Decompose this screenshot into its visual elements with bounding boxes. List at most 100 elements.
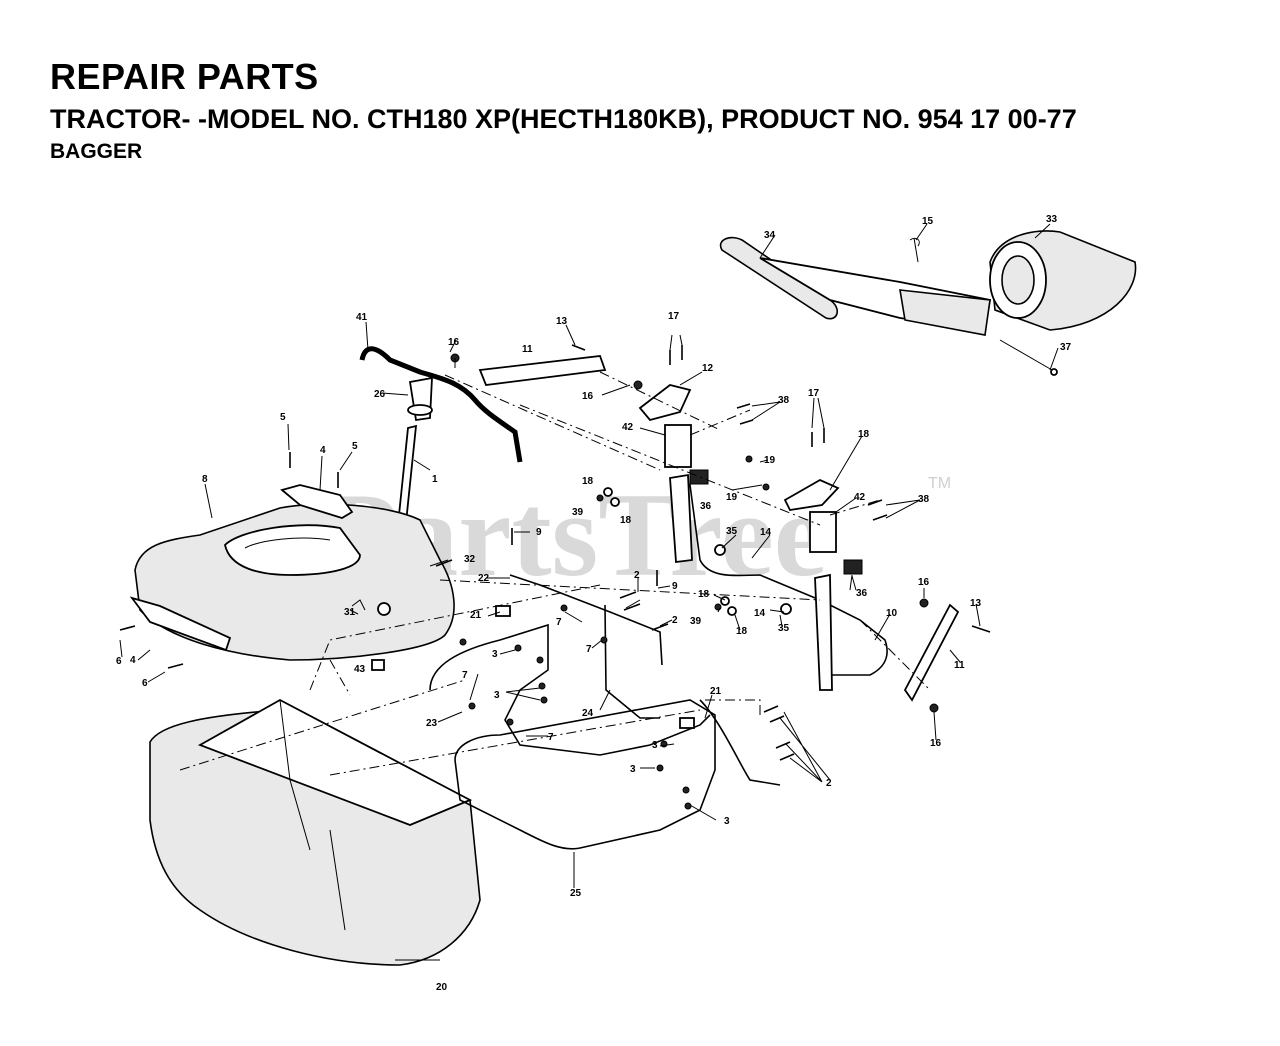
callout-12: 12 [702,363,714,374]
part-43-plug [371,659,385,671]
part-16-nut [919,598,929,608]
assembly-line [599,371,721,431]
callout-10: 10 [886,608,898,619]
assembly-line [700,699,761,715]
part-4-hinge-side [129,596,232,652]
part-35-rod [999,339,1053,371]
callout-17: 17 [668,311,680,322]
part-32-screw [435,559,453,567]
callout-19: 19 [764,455,776,466]
assembly-line [689,409,751,436]
callout-21: 20 [436,982,448,993]
fasteners [119,344,991,810]
assembly-line [329,709,701,776]
part-41-bracket-left [664,424,692,468]
callout-6: 6 [116,656,122,667]
callout-26: 25 [570,888,582,899]
part-11-brace-right [903,603,960,702]
part-7-nut [506,718,514,726]
part-3-nut [514,644,522,652]
callout-18: 18 [582,476,594,487]
part-18-washer [603,487,613,497]
callout-34: 34 [764,230,776,241]
callout-3: 3 [724,816,730,827]
part-18-washer [610,497,620,507]
callout-22: 21 [710,686,722,697]
part-5-screws [289,452,339,488]
part-35-rod-end [1050,368,1058,376]
part-7-nut [560,604,568,612]
assembly-line [859,619,931,691]
part-3-nut [538,682,546,690]
part-3-nut [682,786,690,794]
assembly-line [179,679,466,771]
part-19-nut [762,483,770,491]
callout-37: 36 [700,501,712,512]
callout-13: 13 [556,316,568,327]
part-21-bag-seam2 [329,829,346,931]
callout-38: 38 [778,395,790,406]
part-42-nut [596,494,604,502]
callout-37: 36 [856,588,868,599]
part-21-bag-seam [279,699,311,851]
part-2-bolts [619,591,795,761]
callout-11: 11 [522,344,533,355]
callout-16: 16 [448,337,460,348]
callout-18: 18 [736,626,748,637]
part-37-bumper-right [843,559,863,575]
callout-39: 41 [356,312,368,323]
part-17-bolts [669,345,683,365]
part-23-frame [429,623,711,756]
callout-42: 39 [690,616,702,627]
callout-23: 23 [426,718,438,729]
part-3-nut [540,696,548,704]
part-25-frame [604,604,660,719]
part-3-nut [684,802,692,810]
part-39-rod [359,346,523,463]
callout-36: 35 [778,623,790,634]
part-12-clip [638,384,692,422]
assembly-line [439,579,821,601]
part-22-clip-left [495,605,511,617]
callout-16: 16 [918,577,930,588]
callout-42: 39 [572,507,584,518]
part-19-nut [745,455,753,463]
part-7-nut [459,638,467,646]
part-16-nut [929,703,939,713]
callout-9: 9 [536,527,542,538]
watermark-tm: TM [928,475,951,492]
assembly-line [329,659,351,696]
callout-38: 38 [918,494,930,505]
part-22-clip-right [679,717,695,729]
part-8-cover-detail [244,537,331,549]
part-15-pin [909,237,920,263]
assembly-lines [179,371,931,776]
callout-8: 8 [202,474,208,485]
callout-13: 13 [970,598,982,609]
callout-16: 16 [930,738,942,749]
callout-31: 31 [344,607,356,618]
part-42-nut [714,603,722,611]
part-3-nut [468,702,476,710]
callout-7: 7 [556,617,562,628]
callout-7: 7 [462,670,468,681]
part-3-nut [536,656,544,664]
callout-9: 9 [672,581,678,592]
callout-3: 3 [494,690,500,701]
part-20-clip [783,478,840,511]
callout-4: 4 [320,445,326,456]
part-18-washer [727,606,737,616]
part-37-bumper-left [689,469,709,485]
page-title: REPAIR PARTS [50,56,319,97]
assembly-line [519,404,821,526]
part-38-bolts [736,403,888,521]
callout-3: 3 [630,764,636,775]
callout-20: 18 [858,429,870,440]
callout-32: 32 [464,554,476,565]
part-7-nut [600,636,608,644]
callout-33: 33 [1046,214,1058,225]
part-1-rod-mount [377,602,391,616]
part-17-bolts [811,428,825,447]
callout-19: 19 [726,492,738,503]
